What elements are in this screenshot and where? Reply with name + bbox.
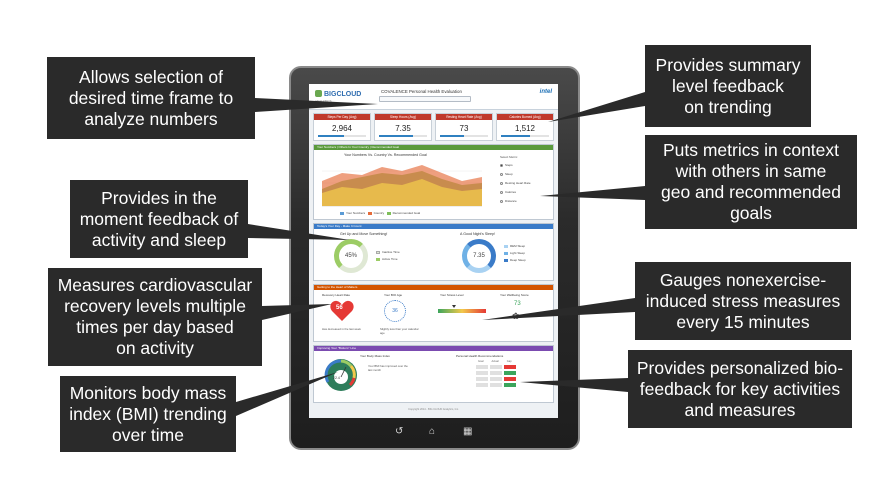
tablet-nav-bar: ↺ ⌂ ▦ <box>289 426 580 440</box>
metric-option-sleep[interactable]: Sleep <box>500 172 513 176</box>
tablet-screen: BIGCLOUD ANALYTICS COVALENCE Personal He… <box>309 84 558 418</box>
bio-age-ring: 36 <box>384 300 406 322</box>
legend-your-numbers: Your Numbers <box>346 211 366 215</box>
intel-logo: intel <box>539 89 552 95</box>
bmi-title: Your Body Mass Index <box>360 354 390 358</box>
sleep-value: 7.35 <box>473 253 485 259</box>
compare-chart-title: Your Numbers Vs. Country Vs. Recommended… <box>344 153 427 157</box>
bio-age-value: 36 <box>392 308 398 314</box>
compare-legend: Your Numbers Country Recommended Goal <box>340 211 420 215</box>
today-header: Today's Your Day - Make It Count <box>314 224 553 229</box>
callout-cardio: Measures cardiovascular recovery levels … <box>48 268 262 366</box>
rec-title: Personal Health Recommendations <box>456 354 504 358</box>
rec-table: Goal Actual Gap <box>448 360 548 387</box>
recovery-value: 56 <box>336 305 343 311</box>
metric-option-distance[interactable]: Distance <box>500 199 517 203</box>
bmi-section: Improving Your "Bottom" Line Your Body M… <box>313 345 554 403</box>
app-title: COVALENCE Personal Health Evaluation <box>381 89 462 94</box>
heart-icon <box>330 300 354 321</box>
metrics-title: Select Metric <box>500 155 518 159</box>
metric-option-steps[interactable]: Steps <box>500 163 513 167</box>
tile-sleep[interactable]: Sleep Hours (Avg)7.35 <box>374 113 432 141</box>
callout-context: Puts metrics in context with others in s… <box>645 135 857 229</box>
activity-legend: Inactive Time Active Time <box>376 249 400 263</box>
bmi-note: Your BMI has improved over the last mont… <box>368 364 408 372</box>
wellbeing-value: 73 <box>514 301 521 307</box>
compare-area-chart <box>322 165 482 207</box>
table-row <box>448 365 548 369</box>
activity-title: Get Up and Move Something! <box>340 232 388 236</box>
wellbeing-title: Your Wellbeing Score <box>500 293 529 297</box>
tile-progress <box>501 135 530 137</box>
callout-bmi: Monitors body mass index (BMI) trending … <box>60 376 236 452</box>
today-section: Today's Your Day - Make It Count Get Up … <box>313 223 554 281</box>
heart-header: Getting to the Heart of Matters <box>314 285 553 290</box>
activity-value: 45% <box>344 253 357 259</box>
home-icon[interactable]: ⌂ <box>429 426 436 437</box>
app-logo: BIGCLOUD ANALYTICS <box>315 90 362 103</box>
time-frame-select[interactable] <box>379 96 471 102</box>
back-icon[interactable]: ↺ <box>395 426 404 437</box>
tile-progress <box>379 135 413 137</box>
table-row <box>448 383 548 387</box>
legend-recommended-goal: Recommended Goal <box>392 211 421 215</box>
metric-option-heart-rate[interactable]: Resting Heart Rate <box>500 181 531 185</box>
lotus-icon: ✿ <box>512 311 520 321</box>
bio-age-note: Slightly less than your calendar age <box>380 327 419 335</box>
sleep-title: A Good Night's Sleep! <box>460 232 496 236</box>
rec-col-goal: Goal <box>478 360 484 363</box>
rec-col-gap: Gap <box>506 360 512 363</box>
area-yours <box>322 179 482 206</box>
menu-grid-icon[interactable]: ▦ <box>463 426 473 437</box>
callout-summary: Provides summary level feedback on trend… <box>645 45 811 127</box>
table-row <box>448 377 548 381</box>
tile-progress <box>440 135 464 137</box>
rec-col-actual: Actual <box>491 360 499 363</box>
tile-steps[interactable]: Steps Per Day (Avg)2,964 <box>313 113 371 141</box>
compare-header: Your Numbers | Others In Your Country | … <box>314 145 553 150</box>
sleep-legend: REM Sleep Light Sleep Deep Sleep <box>504 243 526 264</box>
callout-biofeedback: Provides personalized bio- feedback for … <box>628 350 852 428</box>
bmi-gauge <box>324 359 357 391</box>
stress-meter <box>438 309 486 313</box>
summary-tiles: Steps Per Day (Avg)2,964 Sleep Hours (Av… <box>313 113 554 141</box>
recovery-note: Has decreased in the last week <box>322 327 361 331</box>
logo-mark-icon <box>315 90 322 97</box>
bio-age-title: Your BIO Age <box>384 293 403 297</box>
tile-heart-rate[interactable]: Resting Heart Rate (Avg)73 <box>435 113 493 141</box>
stress-title: Your Stress Level <box>440 293 464 297</box>
compare-section: Your Numbers | Others In Your Country | … <box>313 144 554 220</box>
app-header: BIGCLOUD ANALYTICS COVALENCE Personal He… <box>309 84 558 110</box>
metric-option-calories[interactable]: Calories <box>500 190 516 194</box>
tile-progress <box>318 135 345 137</box>
callout-time-frame: Allows selection of desired time frame t… <box>47 57 255 139</box>
bmi-value: 22.4 <box>333 376 340 380</box>
bmi-header: Improving Your "Bottom" Line <box>314 346 553 351</box>
callout-stress: Gauges nonexercise- induced stress measu… <box>635 262 851 340</box>
activity-donut: 45% <box>334 239 368 273</box>
legend-country: Country <box>373 211 385 215</box>
tile-calories[interactable]: Calories Burned (Avg)1,512 <box>496 113 554 141</box>
recovery-title: Recovery Heart Rate <box>322 293 351 297</box>
heart-section: Getting to the Heart of Matters Recovery… <box>313 284 554 342</box>
table-row <box>448 371 548 375</box>
stress-marker <box>452 305 456 308</box>
callout-moment: Provides in the moment feedback of activ… <box>70 180 248 258</box>
copyright-footer: Copyright 2014 - BIG CLOUD Analytics, In… <box>408 408 459 411</box>
sleep-donut: 7.35 <box>462 239 496 273</box>
